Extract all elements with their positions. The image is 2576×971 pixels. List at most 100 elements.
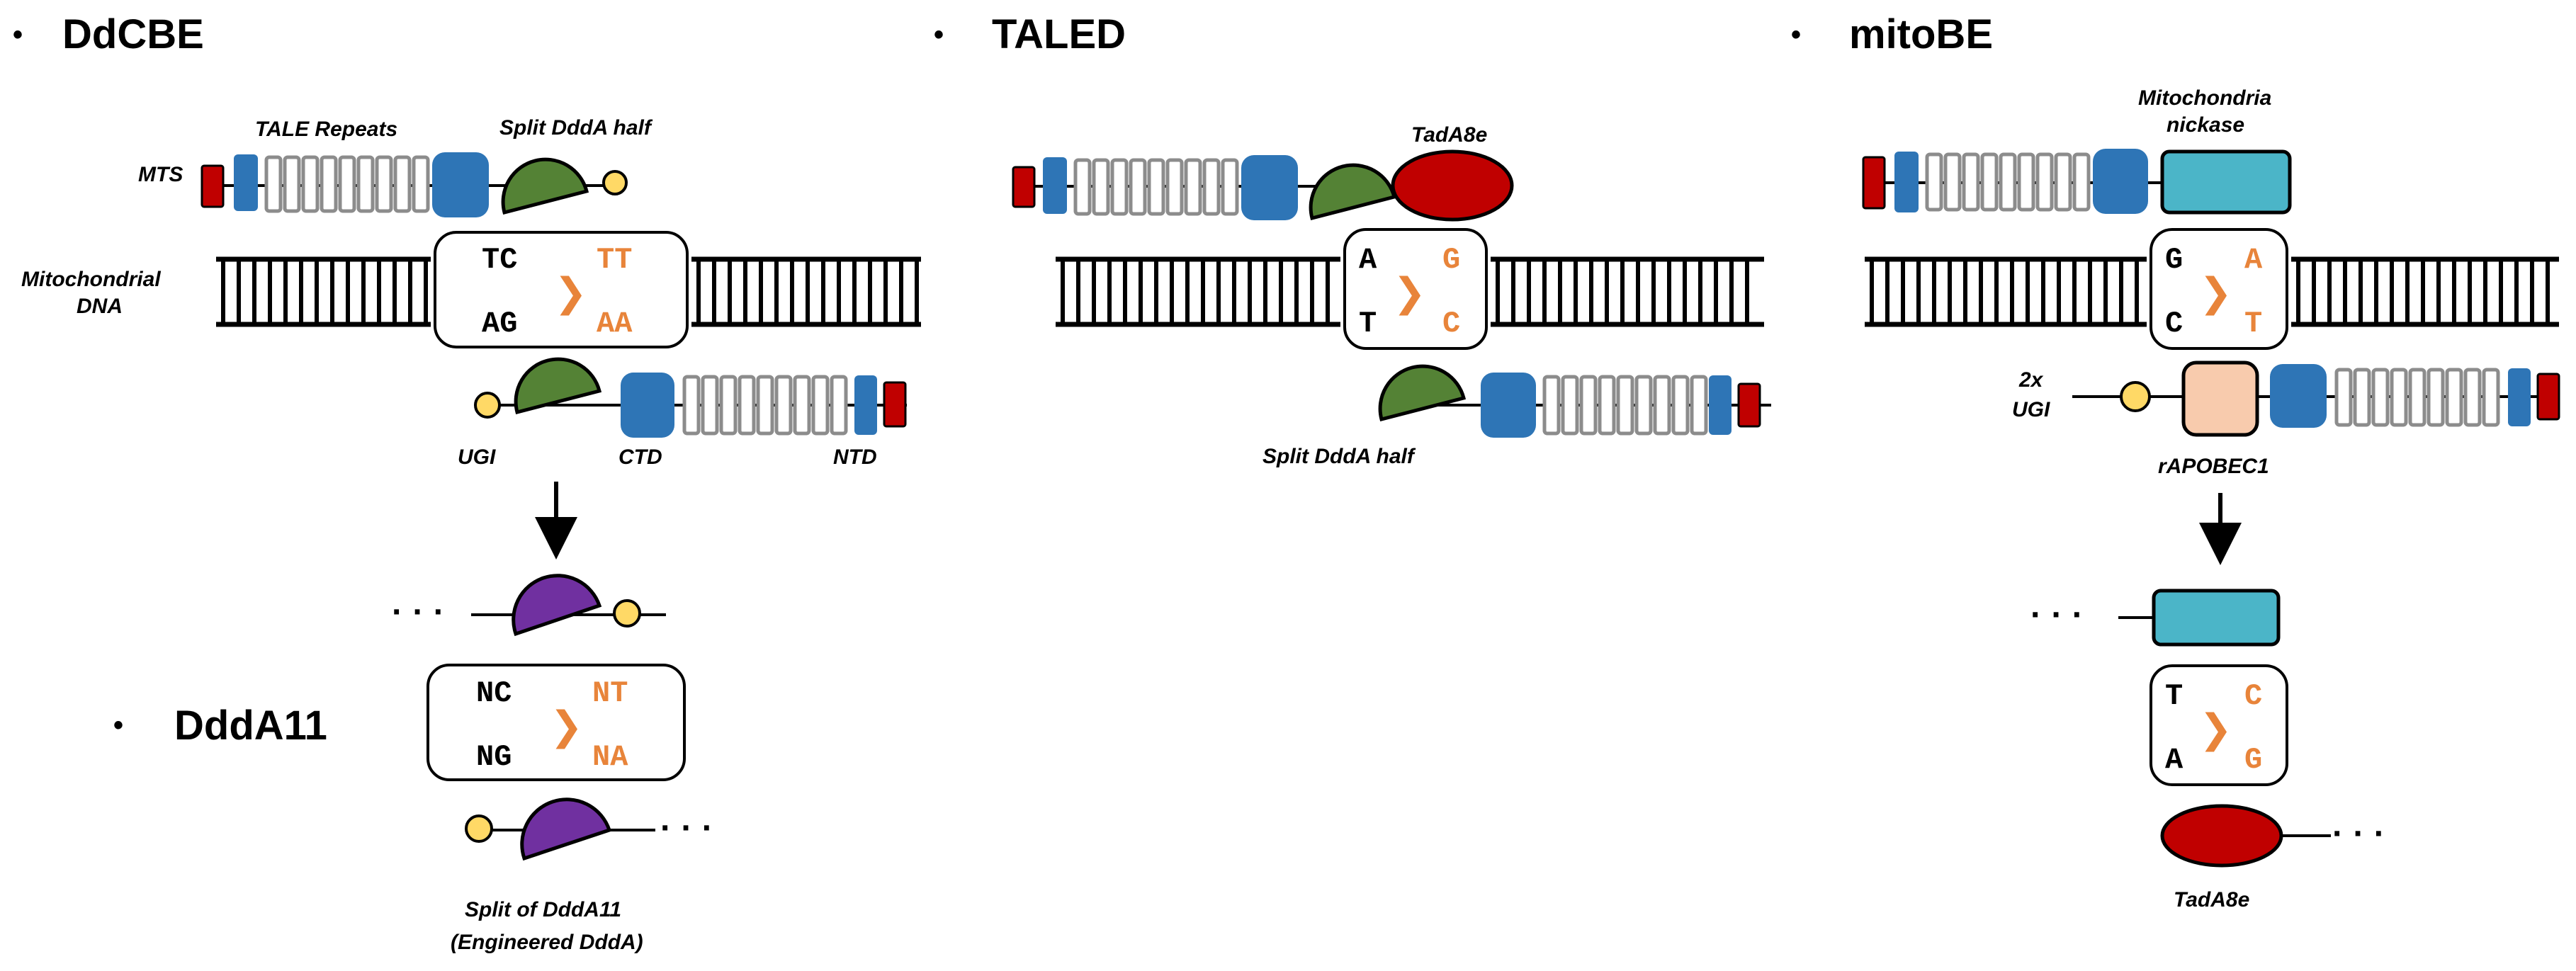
label-ugi-line2: UGI xyxy=(2012,398,2050,421)
base-to-bottom: AA xyxy=(597,307,633,341)
tale-repeat-unit xyxy=(719,375,738,436)
tale-repeat-unit xyxy=(375,155,393,213)
tale-repeat-unit xyxy=(1598,375,1616,436)
label-rapobec1: rAPOBEC1 xyxy=(2158,455,2269,478)
tale-repeat-unit xyxy=(811,375,830,436)
ddcbe-bottom-construct xyxy=(474,357,907,438)
mitochondrial-dna-taled xyxy=(1056,256,1764,327)
taled-bottom-construct xyxy=(1378,364,1771,438)
ntd-block xyxy=(1894,152,1919,212)
mts-block xyxy=(883,381,907,428)
panel-mitobe: • mitoBE Mitochondria nickase G C ❯ A T xyxy=(1791,11,2560,912)
mts-block xyxy=(1012,166,1036,208)
tale-repeat-unit xyxy=(830,375,848,436)
ddda11-half-icon xyxy=(520,797,612,861)
tale-repeat-unit xyxy=(2334,368,2353,427)
tale-repeat-unit xyxy=(2353,368,2371,427)
base-from-top: T xyxy=(2165,679,2183,713)
label-tada8e: TadA8e xyxy=(1411,123,1487,147)
tale-repeat-unit xyxy=(283,155,301,213)
mito-nickase-icon xyxy=(2160,149,2292,215)
title-taled: TALED xyxy=(992,11,1126,57)
base-from-bottom: A xyxy=(2165,743,2184,777)
panel-ddda11: · · · • DddA11 NC NG ❯ NT NA · · · Split… xyxy=(113,574,713,954)
base-from-bottom: AG xyxy=(482,307,517,341)
label-ugi: UGI xyxy=(458,445,496,469)
tale-repeat-unit xyxy=(1202,158,1221,216)
tale-repeat-unit xyxy=(1110,158,1129,216)
label-tada8e: TadA8e xyxy=(2174,888,2249,912)
base-from-bottom: C xyxy=(2165,307,2183,341)
base-to-top: A xyxy=(2244,243,2263,277)
tale-repeats xyxy=(1542,375,1708,436)
tale-repeat-unit xyxy=(756,375,774,436)
label-tale-repeats: TALE Repeats xyxy=(255,118,397,141)
label-ntd: NTD xyxy=(833,445,877,469)
edit-arrow-icon: ❯ xyxy=(554,270,587,316)
mito-nickase-icon xyxy=(2152,589,2281,647)
tale-repeat-unit xyxy=(1129,158,1147,216)
tale-repeat-unit xyxy=(2371,368,2390,427)
ugi-circle-icon xyxy=(474,392,501,419)
tale-repeat-unit xyxy=(1962,152,1980,212)
ntd-block xyxy=(1709,375,1732,435)
base-from-top: G xyxy=(2165,243,2183,277)
tale-repeat-unit xyxy=(412,155,430,213)
tale-repeat-unit xyxy=(2035,152,2054,212)
label-mito-dna-line2: DNA xyxy=(77,295,123,318)
ctd-block xyxy=(1481,373,1536,438)
ugi-circle-icon xyxy=(602,170,628,195)
label-mts: MTS xyxy=(138,163,183,186)
tale-repeat-unit xyxy=(1943,152,1962,212)
mts-block xyxy=(2536,373,2560,421)
tale-repeat-unit xyxy=(1925,152,1943,212)
title-ddcbe: DdCBE xyxy=(62,11,204,57)
tale-repeat-unit xyxy=(793,375,811,436)
tale-repeat-unit xyxy=(1999,152,2017,212)
bullet-mitobe: • xyxy=(1791,19,1801,50)
mts-block xyxy=(1862,156,1886,210)
tada8e-icon xyxy=(1391,149,1514,222)
base-to-bottom: G xyxy=(2244,743,2262,777)
tale-repeat-unit xyxy=(1147,158,1165,216)
tale-repeat-unit xyxy=(2482,368,2500,427)
edit-arrow-icon: ❯ xyxy=(2199,706,2232,752)
tale-repeat-unit xyxy=(1671,375,1690,436)
mitobe-top-construct xyxy=(1862,149,2292,215)
ctd-block xyxy=(2270,364,2327,428)
ellipsis: · · · xyxy=(660,810,713,847)
bullet-taled: • xyxy=(934,19,944,50)
ctd-block xyxy=(432,152,489,217)
label-nickase-line1: Mitochondria xyxy=(2138,86,2271,110)
tale-repeat-unit xyxy=(682,375,701,436)
tale-repeats xyxy=(2334,368,2500,427)
bullet-ddda11: • xyxy=(113,710,123,741)
panel-taled: • TALED TadA8e A T ❯ G C xyxy=(934,11,1771,468)
tale-repeat-unit xyxy=(356,155,375,213)
tale-repeats xyxy=(682,375,848,436)
ellipsis: · · · xyxy=(392,594,445,631)
title-mitobe: mitoBE xyxy=(1849,11,1993,57)
tale-repeat-unit xyxy=(1616,375,1634,436)
ntd-block xyxy=(234,154,258,211)
mitobe-bottom-construct xyxy=(2072,360,2560,437)
tale-repeat-unit xyxy=(1542,375,1561,436)
base-from-top: TC xyxy=(482,243,517,277)
ntd-block xyxy=(2508,368,2531,426)
tale-repeats xyxy=(1925,152,2091,212)
bullet-ddcbe: • xyxy=(13,19,23,50)
base-to-top: TT xyxy=(597,243,632,277)
ctd-block xyxy=(1241,155,1298,220)
ugi-circle-icon xyxy=(465,814,493,843)
tale-repeat-unit xyxy=(774,375,793,436)
label-nickase-line2: nickase xyxy=(2167,113,2244,137)
tale-repeat-unit xyxy=(1221,158,1239,216)
ddcbe-top-construct xyxy=(200,152,628,217)
taled-top-construct xyxy=(1012,149,1514,222)
tale-repeat-unit xyxy=(1073,158,1092,216)
tale-repeat-unit xyxy=(320,155,338,213)
tale-repeat-unit xyxy=(1165,158,1184,216)
label-ddda11-line1: Split of DddA11 xyxy=(465,898,621,921)
base-from-bottom: T xyxy=(1359,307,1377,341)
tale-repeat-unit xyxy=(1561,375,1579,436)
